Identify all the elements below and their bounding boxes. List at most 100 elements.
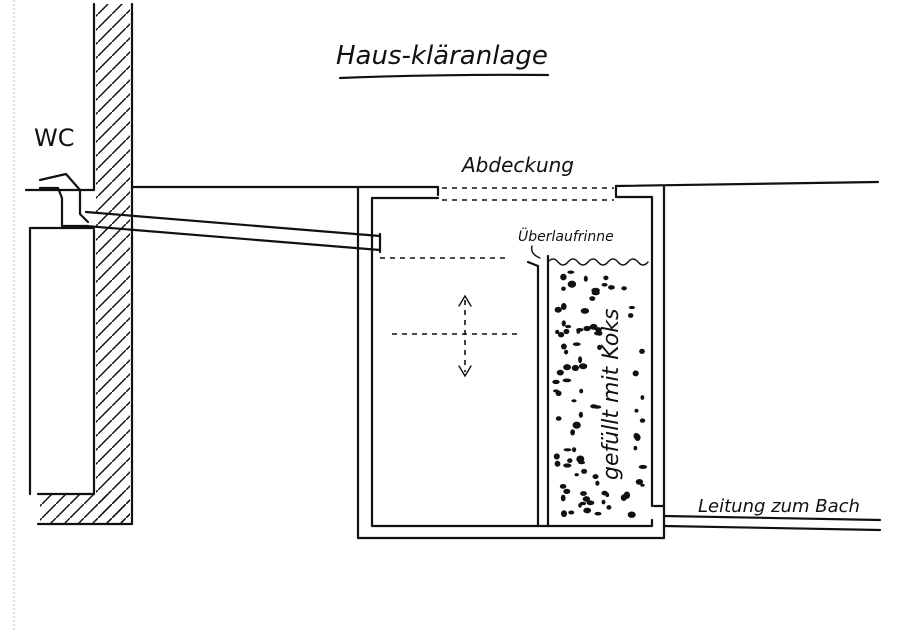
coke-pebble (603, 275, 609, 281)
coke-pebble (563, 448, 572, 452)
coke-pebble (563, 463, 572, 468)
coke-pebble (583, 507, 592, 514)
coke-pebble (572, 421, 581, 429)
wc-drain-pipe (38, 172, 90, 228)
coke-pebble (567, 458, 573, 463)
coke-pebble (576, 455, 585, 463)
coke-pebble (564, 349, 569, 355)
inlet-pipe (84, 210, 382, 254)
overflow-pointer-arrow (530, 245, 541, 259)
coke-pebble (553, 453, 560, 460)
filled-with-coke-label: gefüllt mit Koks (599, 309, 624, 481)
overflow-channel-label: Überlaufrinne (518, 227, 614, 245)
coke-pebble (578, 356, 583, 364)
coke-pebble (572, 342, 581, 347)
building-wall (36, 2, 134, 526)
coke-pebble (561, 510, 567, 518)
coke-pebble (608, 285, 615, 290)
coke-pebble (583, 325, 591, 332)
coke-pebble (583, 275, 588, 282)
coke-pebble (561, 304, 566, 310)
coke-pebble (579, 388, 584, 394)
coke-pebble (627, 511, 636, 518)
coke-pebble (567, 270, 575, 274)
coke-pebble (601, 283, 608, 287)
coke-pebble (559, 484, 567, 489)
coke-pebble (560, 494, 566, 502)
coke-filter-fill (552, 270, 648, 518)
outlet-pipe (652, 504, 882, 532)
coke-pebble (574, 473, 579, 477)
coke-pebble (554, 306, 562, 313)
coke-pebble (628, 305, 636, 310)
coke-pebble (595, 480, 600, 486)
coke-pebble (567, 280, 577, 288)
coke-pebble (571, 399, 577, 403)
coke-pebble (556, 369, 564, 376)
coke-pebble (555, 416, 562, 421)
coke-pebble (621, 286, 627, 291)
coke-pebble (640, 483, 645, 487)
coke-pebble (578, 363, 588, 370)
coke-pebble (638, 464, 648, 469)
coke-pebble (620, 494, 627, 501)
coke-pebble (639, 348, 645, 354)
coke-pebble (552, 379, 560, 385)
coke-pebble (563, 488, 571, 494)
wc-label: WC (34, 124, 75, 152)
coke-pebble (580, 308, 590, 314)
coke-pebble (576, 329, 581, 334)
coke-pebble (633, 432, 639, 440)
tank-cover (436, 184, 618, 201)
coke-pebble (565, 324, 572, 329)
coke-pebble (562, 378, 572, 383)
level-fluctuation-arrow-icon (458, 294, 472, 378)
coke-pebble (594, 331, 602, 336)
coke-pebble (579, 501, 587, 506)
coke-pebble (563, 328, 570, 335)
coke-pebble (640, 395, 645, 400)
coke-pebble (568, 510, 575, 515)
coke-pebble (592, 474, 599, 480)
coke-pebble (589, 323, 598, 330)
coke-pebble (605, 492, 610, 498)
coke-pebble (601, 499, 606, 505)
cover-label: Abdeckung (460, 153, 574, 177)
coke-pebble (594, 511, 602, 516)
coke-pebble (580, 491, 587, 496)
coke-pebble (570, 429, 575, 436)
coke-pebble (581, 468, 588, 474)
coke-pebble (578, 411, 584, 418)
coke-pebble (635, 479, 644, 485)
coke-pebble (593, 405, 602, 409)
overflow-channel-wave (547, 258, 649, 266)
coke-pebble (632, 370, 639, 377)
coke-pebble (554, 460, 561, 467)
coke-pebble (561, 320, 566, 327)
coke-pebble (591, 290, 600, 296)
coke-pebble (639, 418, 646, 423)
coke-pebble (560, 273, 567, 281)
coke-pebble (555, 329, 560, 335)
outlet-pipe-label: Leitung zum Bach (698, 496, 860, 517)
divider-wall (526, 254, 550, 528)
coke-pebble (572, 447, 577, 453)
coke-pebble (561, 343, 567, 350)
coke-pebble (628, 313, 634, 318)
tank-walls (356, 185, 666, 540)
coke-pebble (563, 364, 571, 371)
coke-pebble (582, 496, 591, 502)
coke-pebble (589, 296, 596, 301)
coke-pebble (561, 286, 566, 291)
coke-pebble (633, 445, 638, 451)
coke-pebble (634, 408, 639, 413)
title-underline (338, 73, 550, 80)
coke-pebble (597, 344, 602, 350)
diagram-title: Haus-kläranlage (336, 41, 548, 71)
coke-pebble (571, 364, 580, 372)
ground-line (130, 180, 880, 189)
coke-pebble (586, 500, 595, 506)
coke-pebble (558, 332, 565, 338)
coke-pebble (555, 390, 562, 396)
